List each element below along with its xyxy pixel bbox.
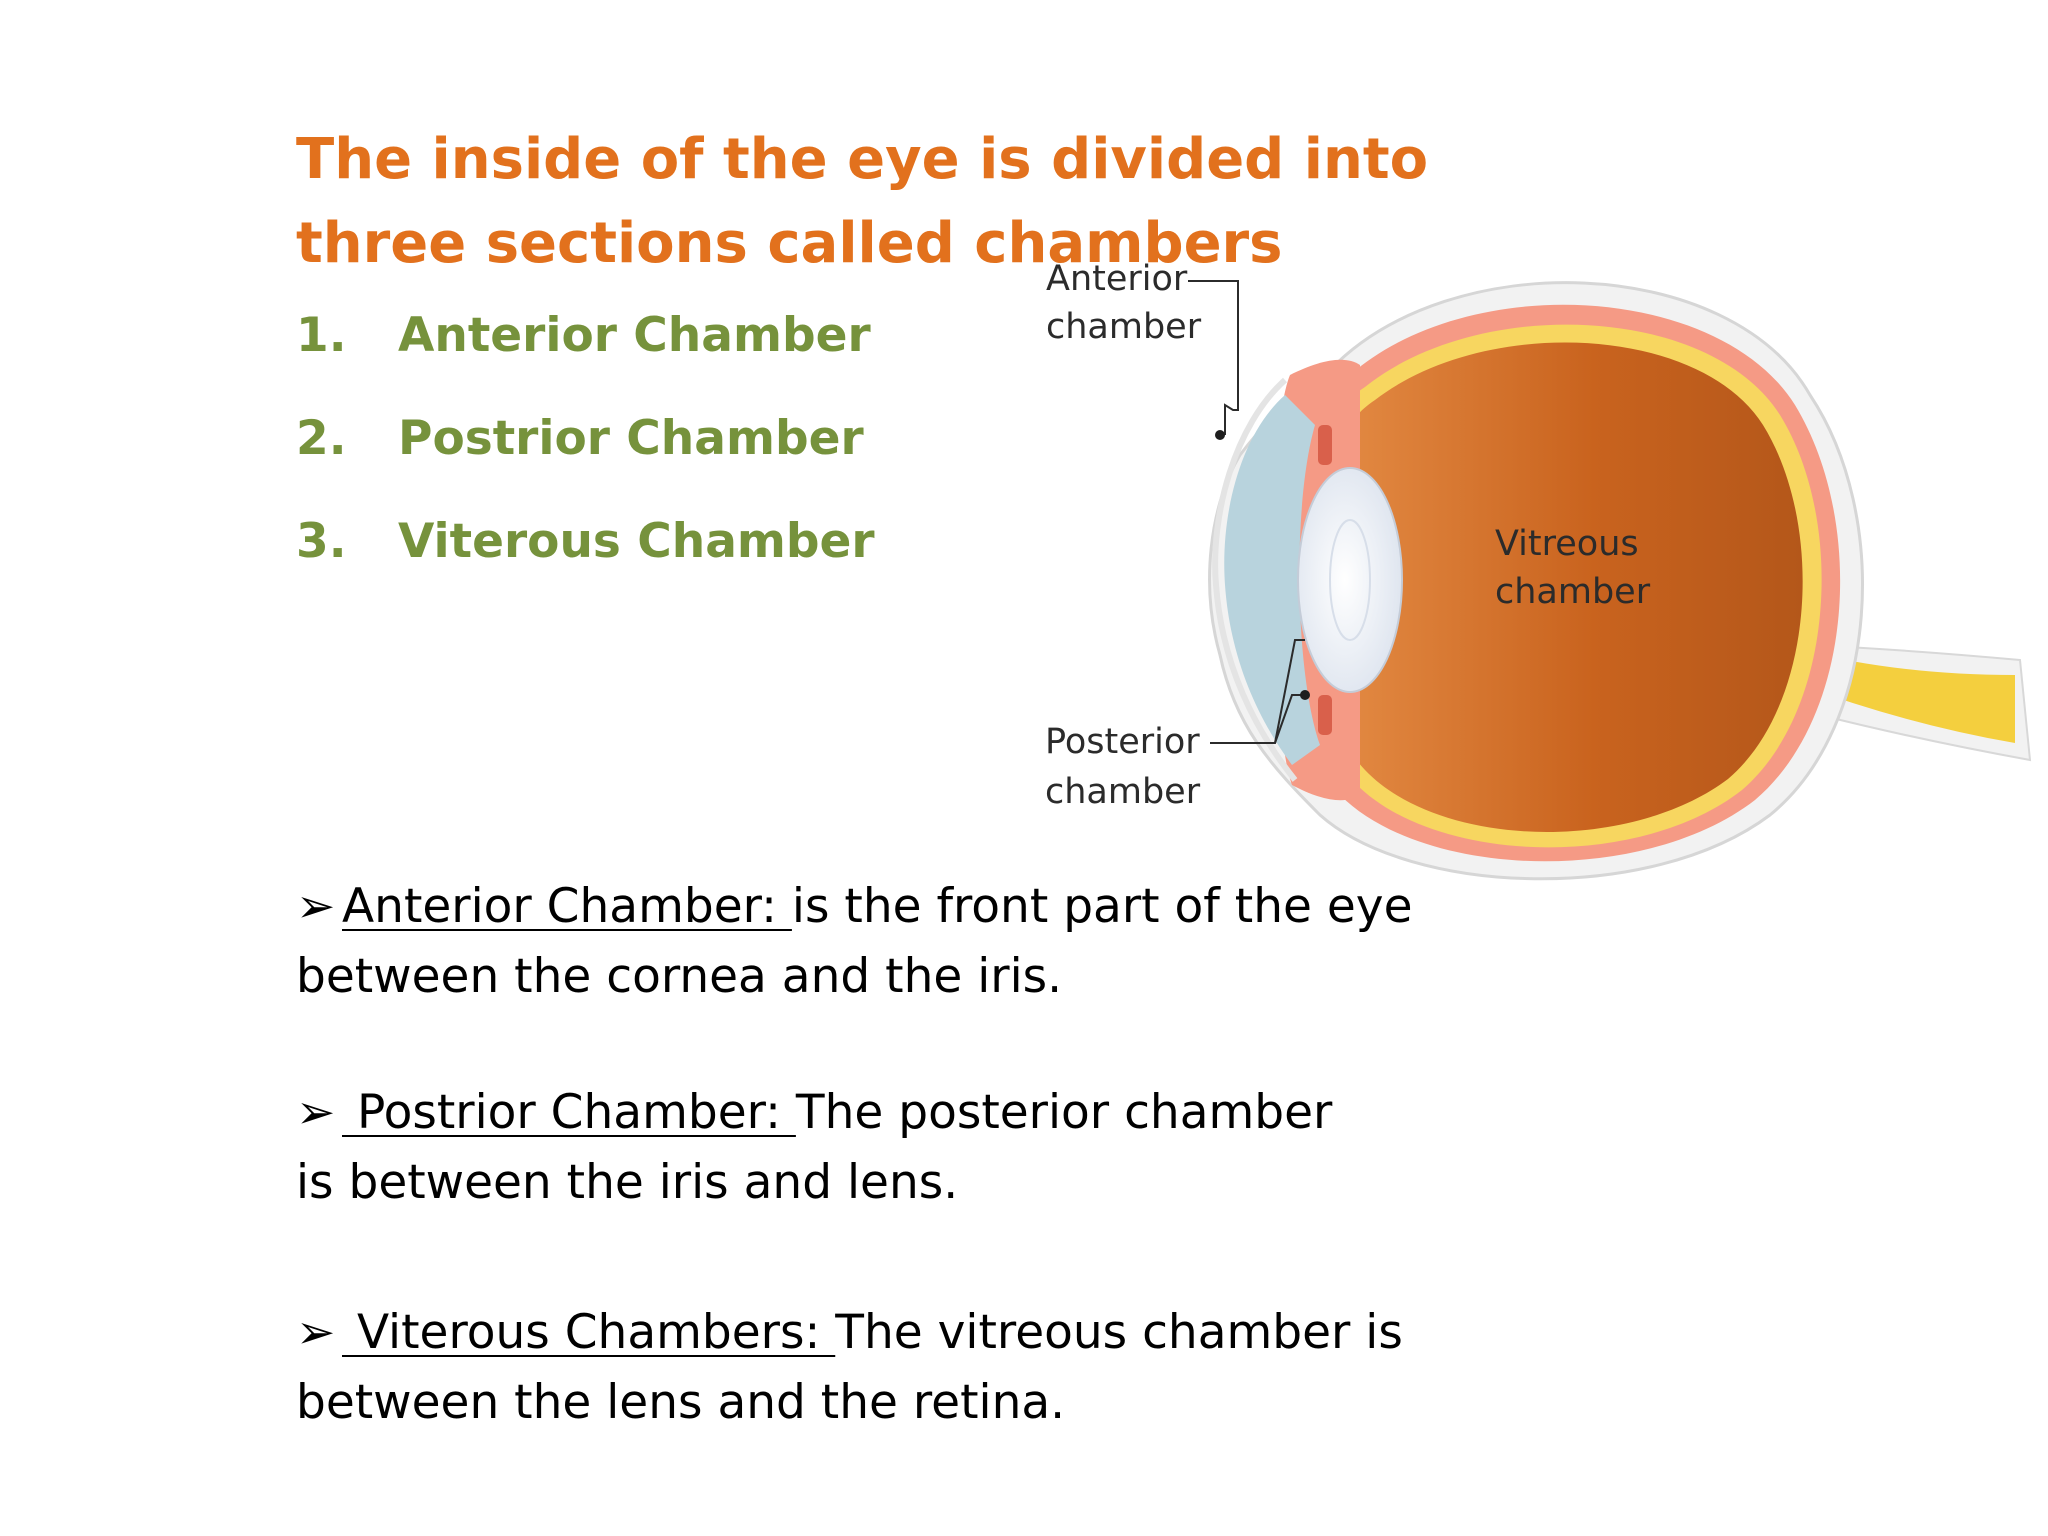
vitreous-label-line1: Vitreous: [1495, 524, 1639, 564]
eye-diagram: Anterior chamber Posterior chamber Vitre…: [1030, 255, 2040, 905]
arrow-bullet-icon: ➢: [296, 1305, 336, 1360]
list-item: 3. Viterous Chamber: [296, 506, 875, 609]
definition-term: Viterous Chambers:: [342, 1305, 836, 1360]
list-number: 2.: [296, 411, 347, 466]
anterior-pointer-dot: [1215, 430, 1225, 440]
definition-anterior: ➢Anterior Chamber: is the front part of …: [296, 872, 1796, 1012]
definition-text: between the lens and the retina.: [296, 1375, 1066, 1430]
arrow-bullet-icon: ➢: [296, 1085, 336, 1140]
vitreous-body: [1338, 342, 1803, 832]
definition-text: between the cornea and the iris.: [296, 949, 1063, 1004]
list-number: 3.: [296, 514, 347, 569]
definition-text: The posterior chamber: [795, 1085, 1333, 1140]
iris-top: [1318, 425, 1332, 465]
posterior-pointer-line: [1210, 639, 1305, 744]
lens-nucleus: [1329, 519, 1371, 641]
iris-bottom: [1318, 695, 1332, 735]
lens: [1297, 467, 1403, 693]
chambers-list: 1. Anterior Chamber 2. Postrior Chamber …: [296, 300, 875, 609]
list-label: Anterior Chamber: [398, 308, 871, 363]
anterior-leader-line: [1188, 280, 1239, 435]
list-item: 1. Anterior Chamber: [296, 300, 875, 403]
vitreous-label-line2: chamber: [1495, 572, 1651, 612]
list-label: Viterous Chamber: [398, 514, 875, 569]
definition-term: Postrior Chamber:: [342, 1085, 796, 1140]
anterior-chamber-area: [1224, 395, 1320, 765]
posterior-label-line2: chamber: [1045, 772, 1201, 812]
definition-vitreous: ➢ Viterous Chambers: The vitreous chambe…: [296, 1298, 1796, 1438]
anterior-leader-line-2: [1188, 281, 1238, 435]
definition-text: The vitreous chamber is: [835, 1305, 1403, 1360]
posterior-label-line1: Posterior: [1045, 722, 1200, 762]
list-item: 2. Postrior Chamber: [296, 403, 875, 506]
cornea-edge: [1212, 377, 1298, 782]
arrow-bullet-icon: ➢: [296, 879, 336, 934]
eye-cross-section-illustration: Anterior chamber Posterior chamber Vitre…: [1045, 259, 2032, 881]
definition-text: is between the iris and lens.: [296, 1155, 959, 1210]
definition-term: Anterior Chamber:: [342, 879, 792, 934]
anterior-label-line1: Anterior: [1046, 259, 1188, 299]
list-label: Postrior Chamber: [398, 411, 864, 466]
definition-posterior: ➢ Postrior Chamber: The posterior chambe…: [296, 1078, 1796, 1218]
slide-title: The inside of the eye is divided into th…: [296, 127, 1429, 276]
anterior-label-line2: chamber: [1046, 307, 1202, 347]
list-number: 1.: [296, 308, 347, 363]
posterior-pointer-dot: [1300, 690, 1310, 700]
definition-text: is the front part of the eye: [791, 879, 1413, 934]
